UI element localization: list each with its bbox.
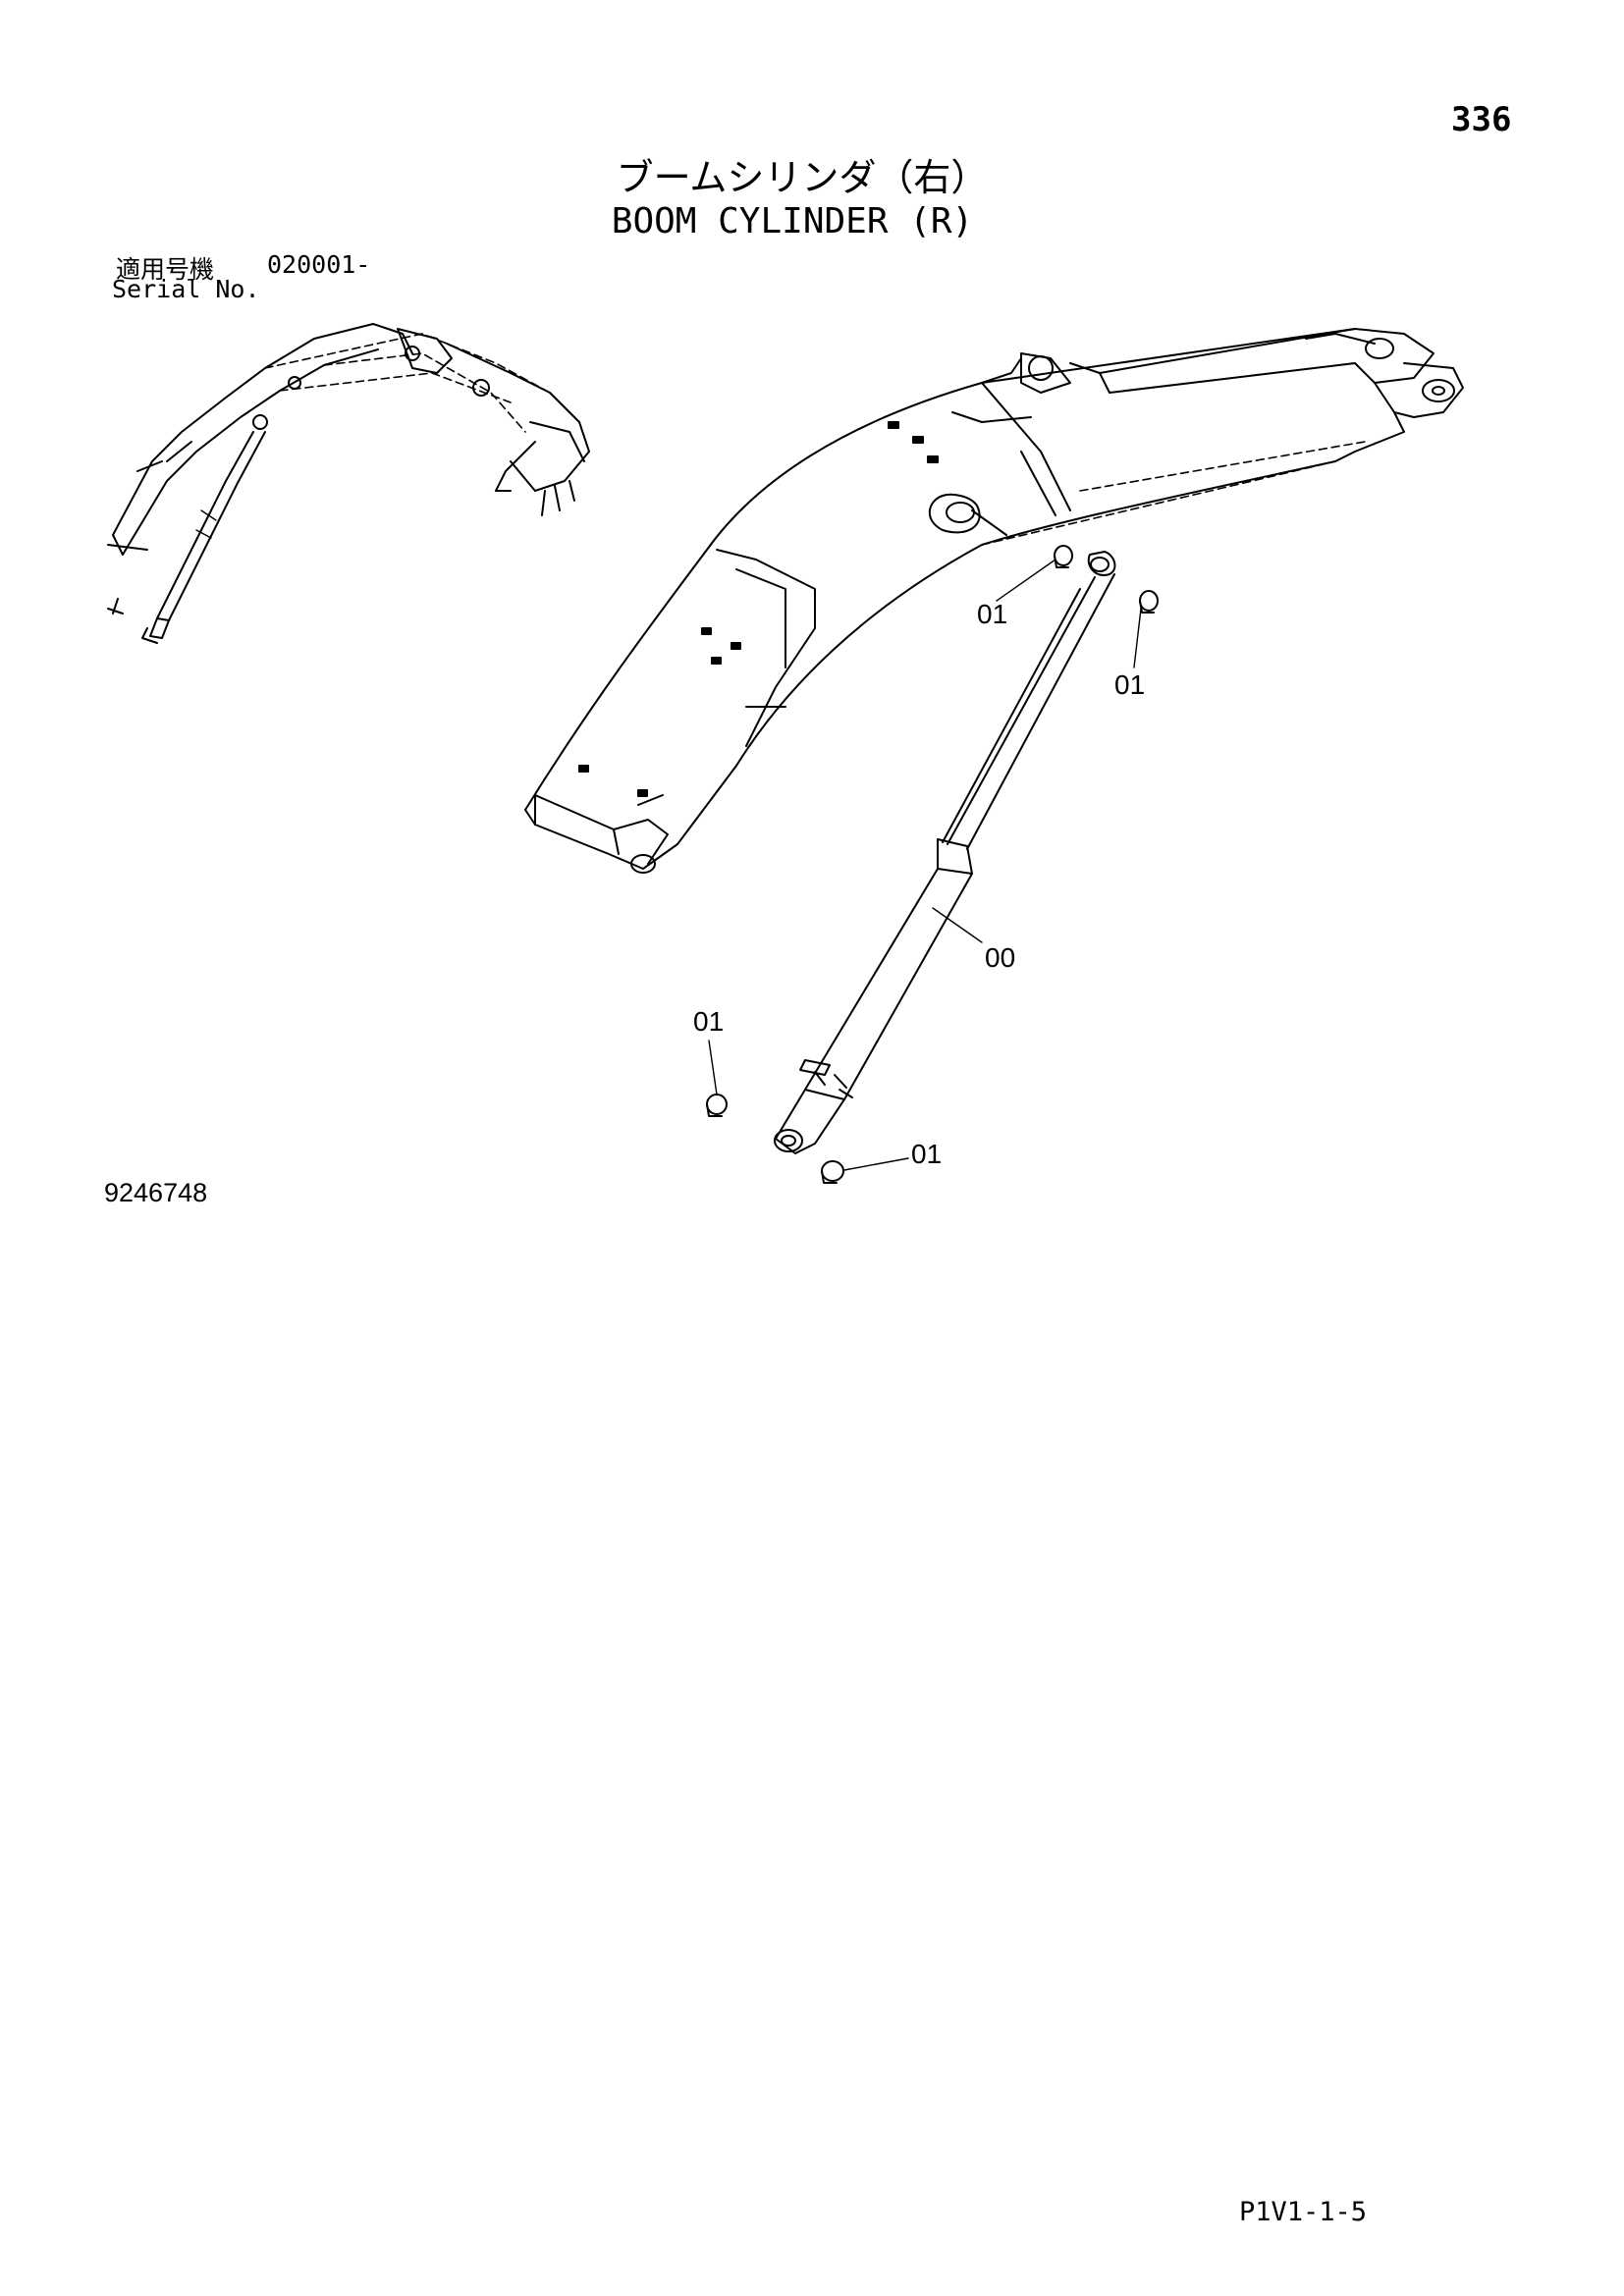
boom-structure [524, 328, 1464, 874]
page-title-english: BOOM CYLINDER (R) [611, 201, 974, 241]
boom-cylinder [774, 551, 1116, 1154]
callout-leaders [708, 559, 1142, 1171]
serial-label-japanese: 適用号機 [116, 255, 215, 284]
serial-number: 020001- [267, 250, 371, 279]
callout-label: 01 [693, 1006, 725, 1037]
serial-label-english: Serial No. [112, 275, 260, 303]
page-number: 336 [1451, 100, 1512, 139]
excavator-overview-sketch [107, 323, 590, 644]
callout-label: 00 [985, 942, 1016, 973]
bushings [706, 545, 1159, 1184]
callout-label: 01 [977, 599, 1008, 629]
callout-label: 01 [1114, 669, 1146, 700]
page-title-japanese: ブームシリンダ（右） [616, 156, 989, 199]
sheet-code: P1V1-1-5 [1239, 2197, 1368, 2227]
drawing-number: 9246748 [104, 1178, 208, 1207]
callout-label: 01 [911, 1139, 943, 1169]
